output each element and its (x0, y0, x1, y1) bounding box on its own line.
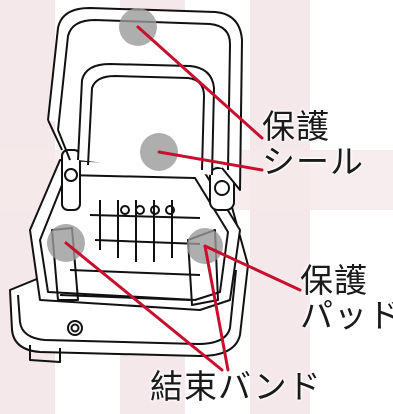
line-band-right (203, 244, 230, 372)
line-pad (203, 244, 302, 292)
line-band-left (64, 241, 224, 372)
label-protective-pad-line1: 保護 (300, 261, 368, 300)
label-protective-seal-line1: 保護 (262, 107, 330, 146)
line-seal-top (136, 25, 264, 140)
label-protective-seal: 保護 シール (262, 107, 364, 181)
label-protective-pad-line2: パッド (300, 295, 393, 335)
label-protective-seal-line2: シール (262, 141, 364, 181)
label-binding-band: 結束バンド (150, 367, 322, 406)
label-protective-pad: 保護 パッド (300, 261, 393, 335)
callout-lines (64, 25, 302, 372)
line-seal-inner (157, 150, 264, 172)
